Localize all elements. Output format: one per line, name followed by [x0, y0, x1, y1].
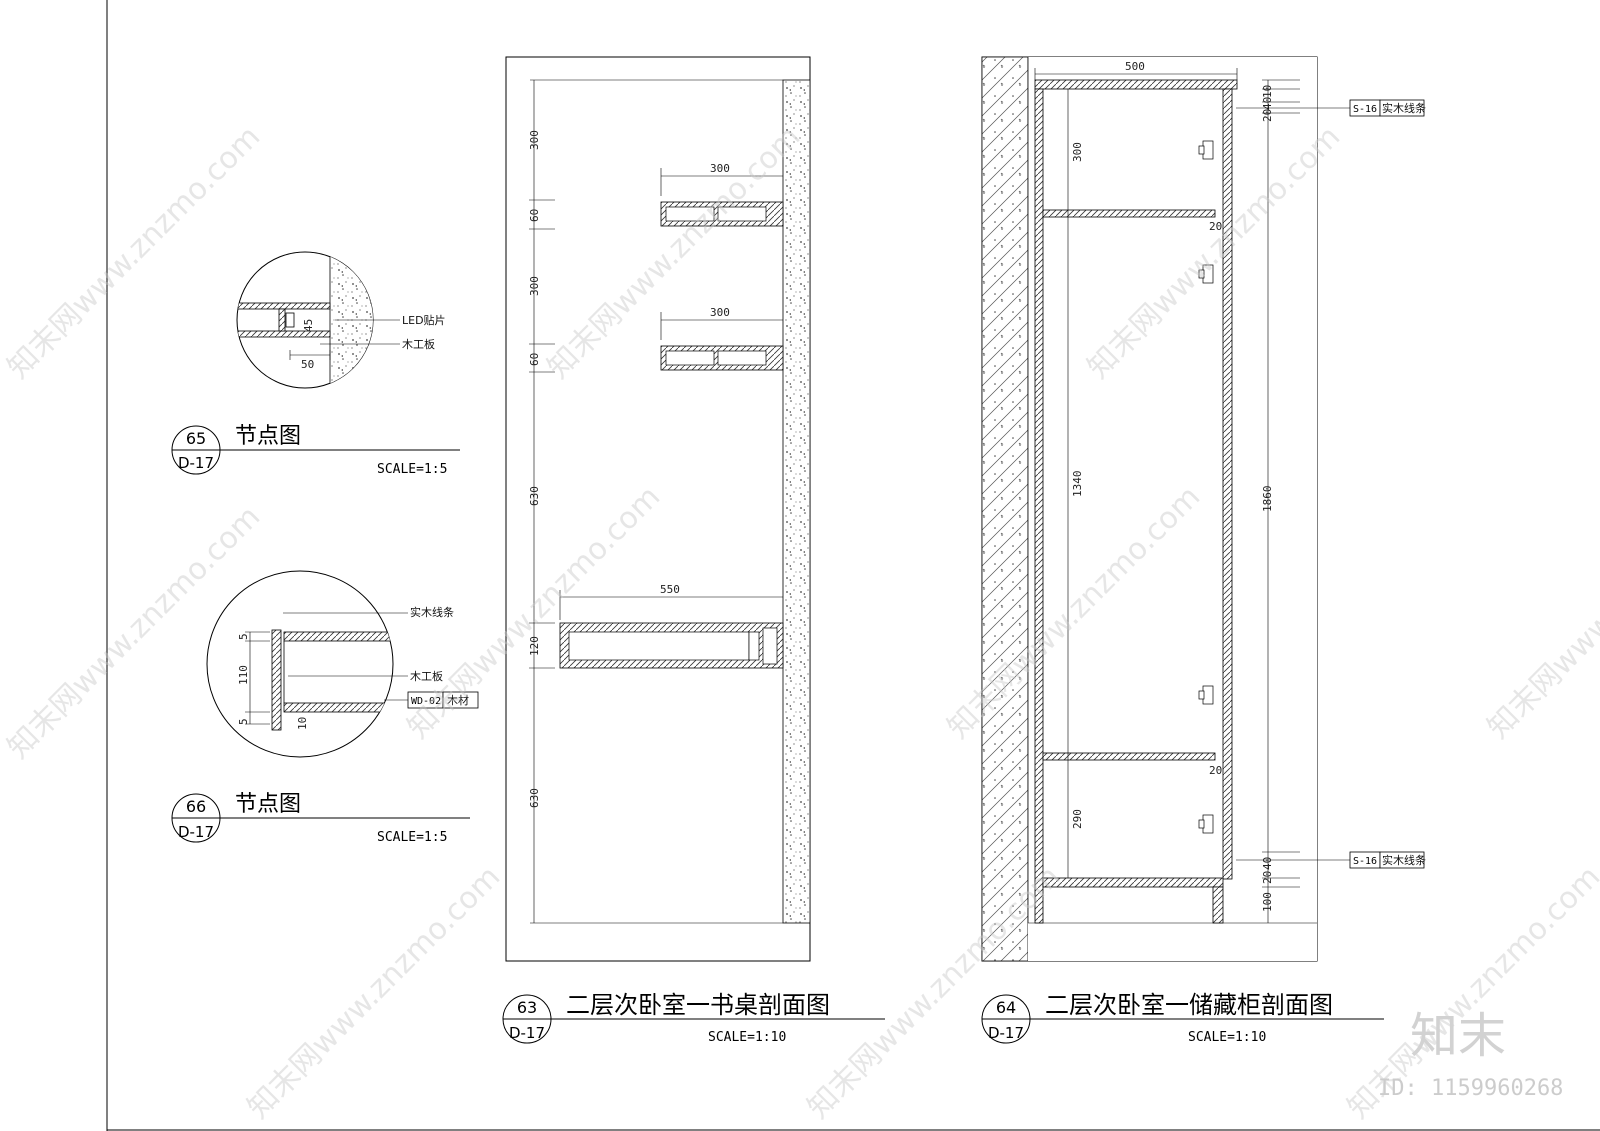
s63-sheet-ref: D-17 [509, 1024, 545, 1042]
s64-rt-2: 20 [1261, 109, 1274, 122]
detail65-label-board: 木工板 [402, 337, 435, 351]
s64-callout-bottom-tag: S-16 [1353, 856, 1377, 867]
s64-overall-height: 1860 [1261, 486, 1274, 513]
detail65-scale: SCALE=1:5 [377, 462, 447, 477]
detail66-material-tag: WD-02 [411, 696, 441, 707]
detail66-title: 节点图 [235, 792, 301, 817]
s64-inner-dim-0: 300 [1071, 142, 1084, 162]
s63-scale: SCALE=1:10 [708, 1030, 786, 1045]
watermark-text: 知末网www.znzmo.com [1481, 479, 1600, 745]
s63-number: 63 [517, 998, 537, 1017]
detail66-label-solidwood: 实木线条 [410, 605, 454, 619]
title-block-65: 65 D-17 节点图 SCALE=1:5 [171, 424, 460, 477]
detail-65: 50 45 LED贴片 木工板 [236, 251, 446, 389]
s63-dim-6: 630 [528, 788, 541, 808]
detail65-title: 节点图 [235, 424, 301, 449]
s64-scale: SCALE=1:10 [1188, 1030, 1266, 1045]
s64-title: 二层次卧室一储藏柜剖面图 [1045, 991, 1333, 1019]
detail65-dim-width: 50 [301, 358, 314, 371]
s63-shelf1-width: 300 [710, 162, 730, 175]
s63-desk-width: 550 [660, 583, 680, 596]
detail66-sheet-ref: D-17 [178, 823, 214, 841]
image-id-label: ID: 1159960268 [1378, 1076, 1563, 1101]
detail66-dim-height: 110 [237, 665, 250, 685]
section-63: 300 60 300 60 630 120 630 300 300 [505, 56, 811, 962]
s64-inner-dim-1: 1340 [1071, 471, 1084, 498]
s64-callout-bottom-label: 实木线条 [1382, 853, 1426, 867]
s63-dim-4: 630 [528, 486, 541, 506]
s64-callout-bottom: S-16 实木线条 [1236, 851, 1426, 869]
s64-callout-top-label: 实木线条 [1382, 101, 1426, 115]
section-64: 500 300 1340 290 20 20 1860 [981, 56, 1426, 962]
s64-rb-0: 40 [1261, 857, 1274, 870]
detail-66: 5 110 5 10 实木线条 木工板 WD-02 木材 [206, 570, 479, 758]
detail66-dim-top: 5 [237, 633, 250, 640]
watermark-text: 知末网www.znzmo.com [801, 859, 1067, 1125]
title-block-63: 63 D-17 二层次卧室一书桌剖面图 SCALE=1:10 [502, 991, 885, 1045]
s63-dim-2: 300 [528, 276, 541, 296]
title-block-64: 64 D-17 二层次卧室一储藏柜剖面图 SCALE=1:10 [981, 991, 1384, 1045]
s64-sheet-ref: D-17 [988, 1024, 1024, 1042]
s64-rt-1: 40 [1261, 97, 1274, 110]
detail66-material-name: 木材 [447, 693, 469, 707]
s63-dim-3: 60 [528, 353, 541, 366]
s63-shelf-2 [660, 312, 784, 371]
detail65-dim-height: 45 [302, 319, 315, 332]
brand-logo: 知末 [1410, 1008, 1506, 1064]
detail65-number: 65 [186, 429, 206, 448]
detail66-dim-small: 10 [296, 717, 309, 730]
watermark-text: 知末网www.znzmo.com [1, 499, 267, 765]
s63-dim-1: 60 [528, 209, 541, 222]
s63-shelf2-width: 300 [710, 306, 730, 319]
s64-rb-1: 20 [1261, 871, 1274, 884]
s64-number: 64 [996, 998, 1016, 1017]
s64-callout-top-tag: S-16 [1353, 104, 1377, 115]
s63-dim-0: 300 [528, 130, 541, 150]
detail65-sheet-ref: D-17 [178, 454, 214, 472]
detail66-dim-bottom: 5 [237, 718, 250, 725]
detail66-scale: SCALE=1:5 [377, 830, 447, 845]
s64-hinges [1198, 140, 1214, 834]
s64-callout-top: S-16 实木线条 [1236, 99, 1426, 117]
s63-dim-5: 120 [528, 636, 541, 656]
s63-shelf-1 [660, 168, 784, 227]
watermark-text: 知末网www.znzmo.com [241, 859, 507, 1125]
s63-desk [559, 590, 784, 669]
s64-gap-1: 20 [1209, 764, 1222, 777]
watermark-text: 知末网www.znzmo.com [1, 119, 267, 385]
detail65-label-led: LED贴片 [402, 313, 446, 327]
title-block-66: 66 D-17 节点图 SCALE=1:5 [171, 792, 470, 845]
detail66-number: 66 [186, 797, 206, 816]
s64-inner-dim-2: 290 [1071, 809, 1084, 829]
s64-rb-2: 100 [1261, 892, 1274, 912]
s64-gap-0: 20 [1209, 220, 1222, 233]
detail66-label-board: 木工板 [410, 669, 443, 683]
s64-rt-0: 10 [1261, 85, 1274, 98]
s64-top-width: 500 [1125, 60, 1145, 73]
s63-title: 二层次卧室一书桌剖面图 [566, 991, 830, 1019]
